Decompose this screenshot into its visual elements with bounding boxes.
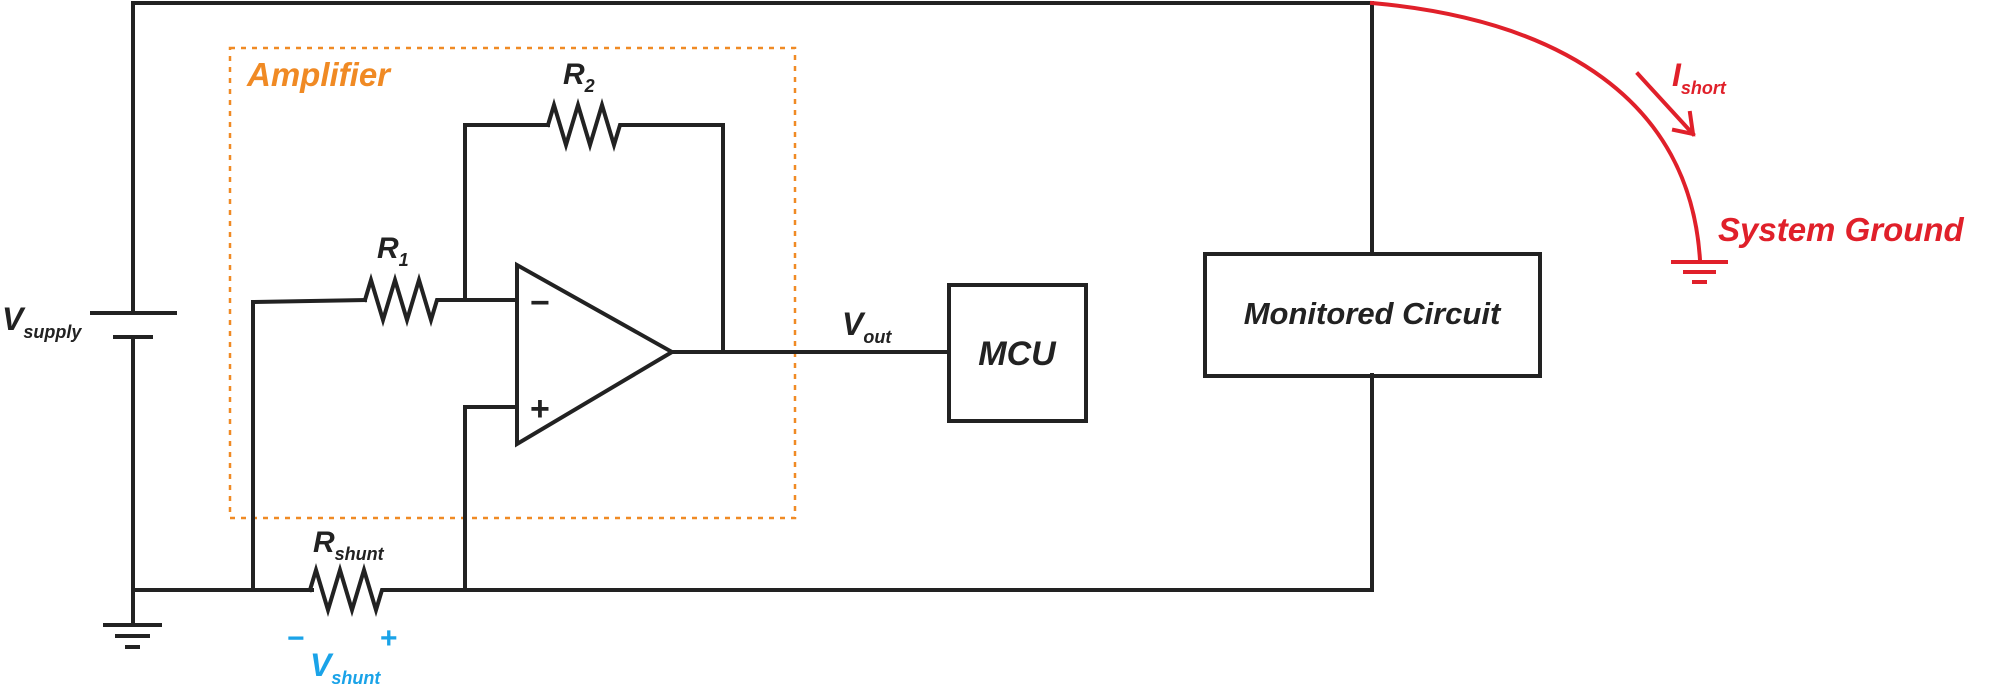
ishort-arrow-shaft xyxy=(1635,71,1696,137)
r1-label: R1 xyxy=(377,232,409,270)
opamp-plus-sign: + xyxy=(530,390,550,428)
mcu-box xyxy=(947,283,1088,423)
ground-symbol-left xyxy=(103,623,162,649)
resistor-r2 xyxy=(545,98,725,354)
rshunt-main: R xyxy=(313,526,335,559)
ground-symbol-system xyxy=(1671,260,1728,284)
vshunt-sub: shunt xyxy=(331,668,381,686)
short-circuit-path xyxy=(1369,0,1703,263)
rshunt-sub: shunt xyxy=(335,544,385,564)
vshunt-label: Vshunt xyxy=(310,647,381,686)
wire-supply-top xyxy=(131,1,1374,312)
r2-main: R xyxy=(563,58,585,91)
vsupply-label: Vsupply xyxy=(2,301,82,342)
r1-sub: 1 xyxy=(399,250,409,270)
vsupply-main: V xyxy=(2,301,26,337)
monitored-circuit-label: Monitored Circuit xyxy=(1244,296,1502,331)
vshunt-minus: − xyxy=(287,622,305,655)
vout-sub: out xyxy=(863,327,892,347)
rshunt-label: Rshunt xyxy=(313,526,385,564)
vout-label: Vout xyxy=(842,306,892,347)
vshunt-main: V xyxy=(310,647,334,683)
ishort-arrow-head xyxy=(1671,110,1696,137)
r1-main: R xyxy=(377,232,399,265)
amplifier-label: Amplifier xyxy=(246,56,392,93)
wire-noninverting xyxy=(463,405,519,592)
monitored-circuit-box xyxy=(1203,252,1542,378)
ishort-sub: short xyxy=(1681,78,1727,98)
op-amp xyxy=(515,261,676,448)
system-ground-label: System Ground xyxy=(1718,211,1965,248)
r2-label: R2 xyxy=(563,58,595,96)
amplifier-boundary xyxy=(228,46,797,520)
wire-r1-left xyxy=(251,297,368,592)
mcu-label: MCU xyxy=(978,335,1057,373)
vout-main: V xyxy=(842,306,866,342)
resistor-r1 xyxy=(362,273,519,327)
ishort-label: Ishort xyxy=(1672,57,1727,98)
vshunt-plus: + xyxy=(380,622,398,655)
resistor-rshunt xyxy=(307,563,467,617)
opamp-minus-sign: − xyxy=(530,284,550,322)
r2-sub: 2 xyxy=(584,76,595,96)
vsupply-sub: supply xyxy=(23,322,82,342)
ishort-main: I xyxy=(1672,57,1682,93)
wire-r2-left xyxy=(463,123,550,302)
